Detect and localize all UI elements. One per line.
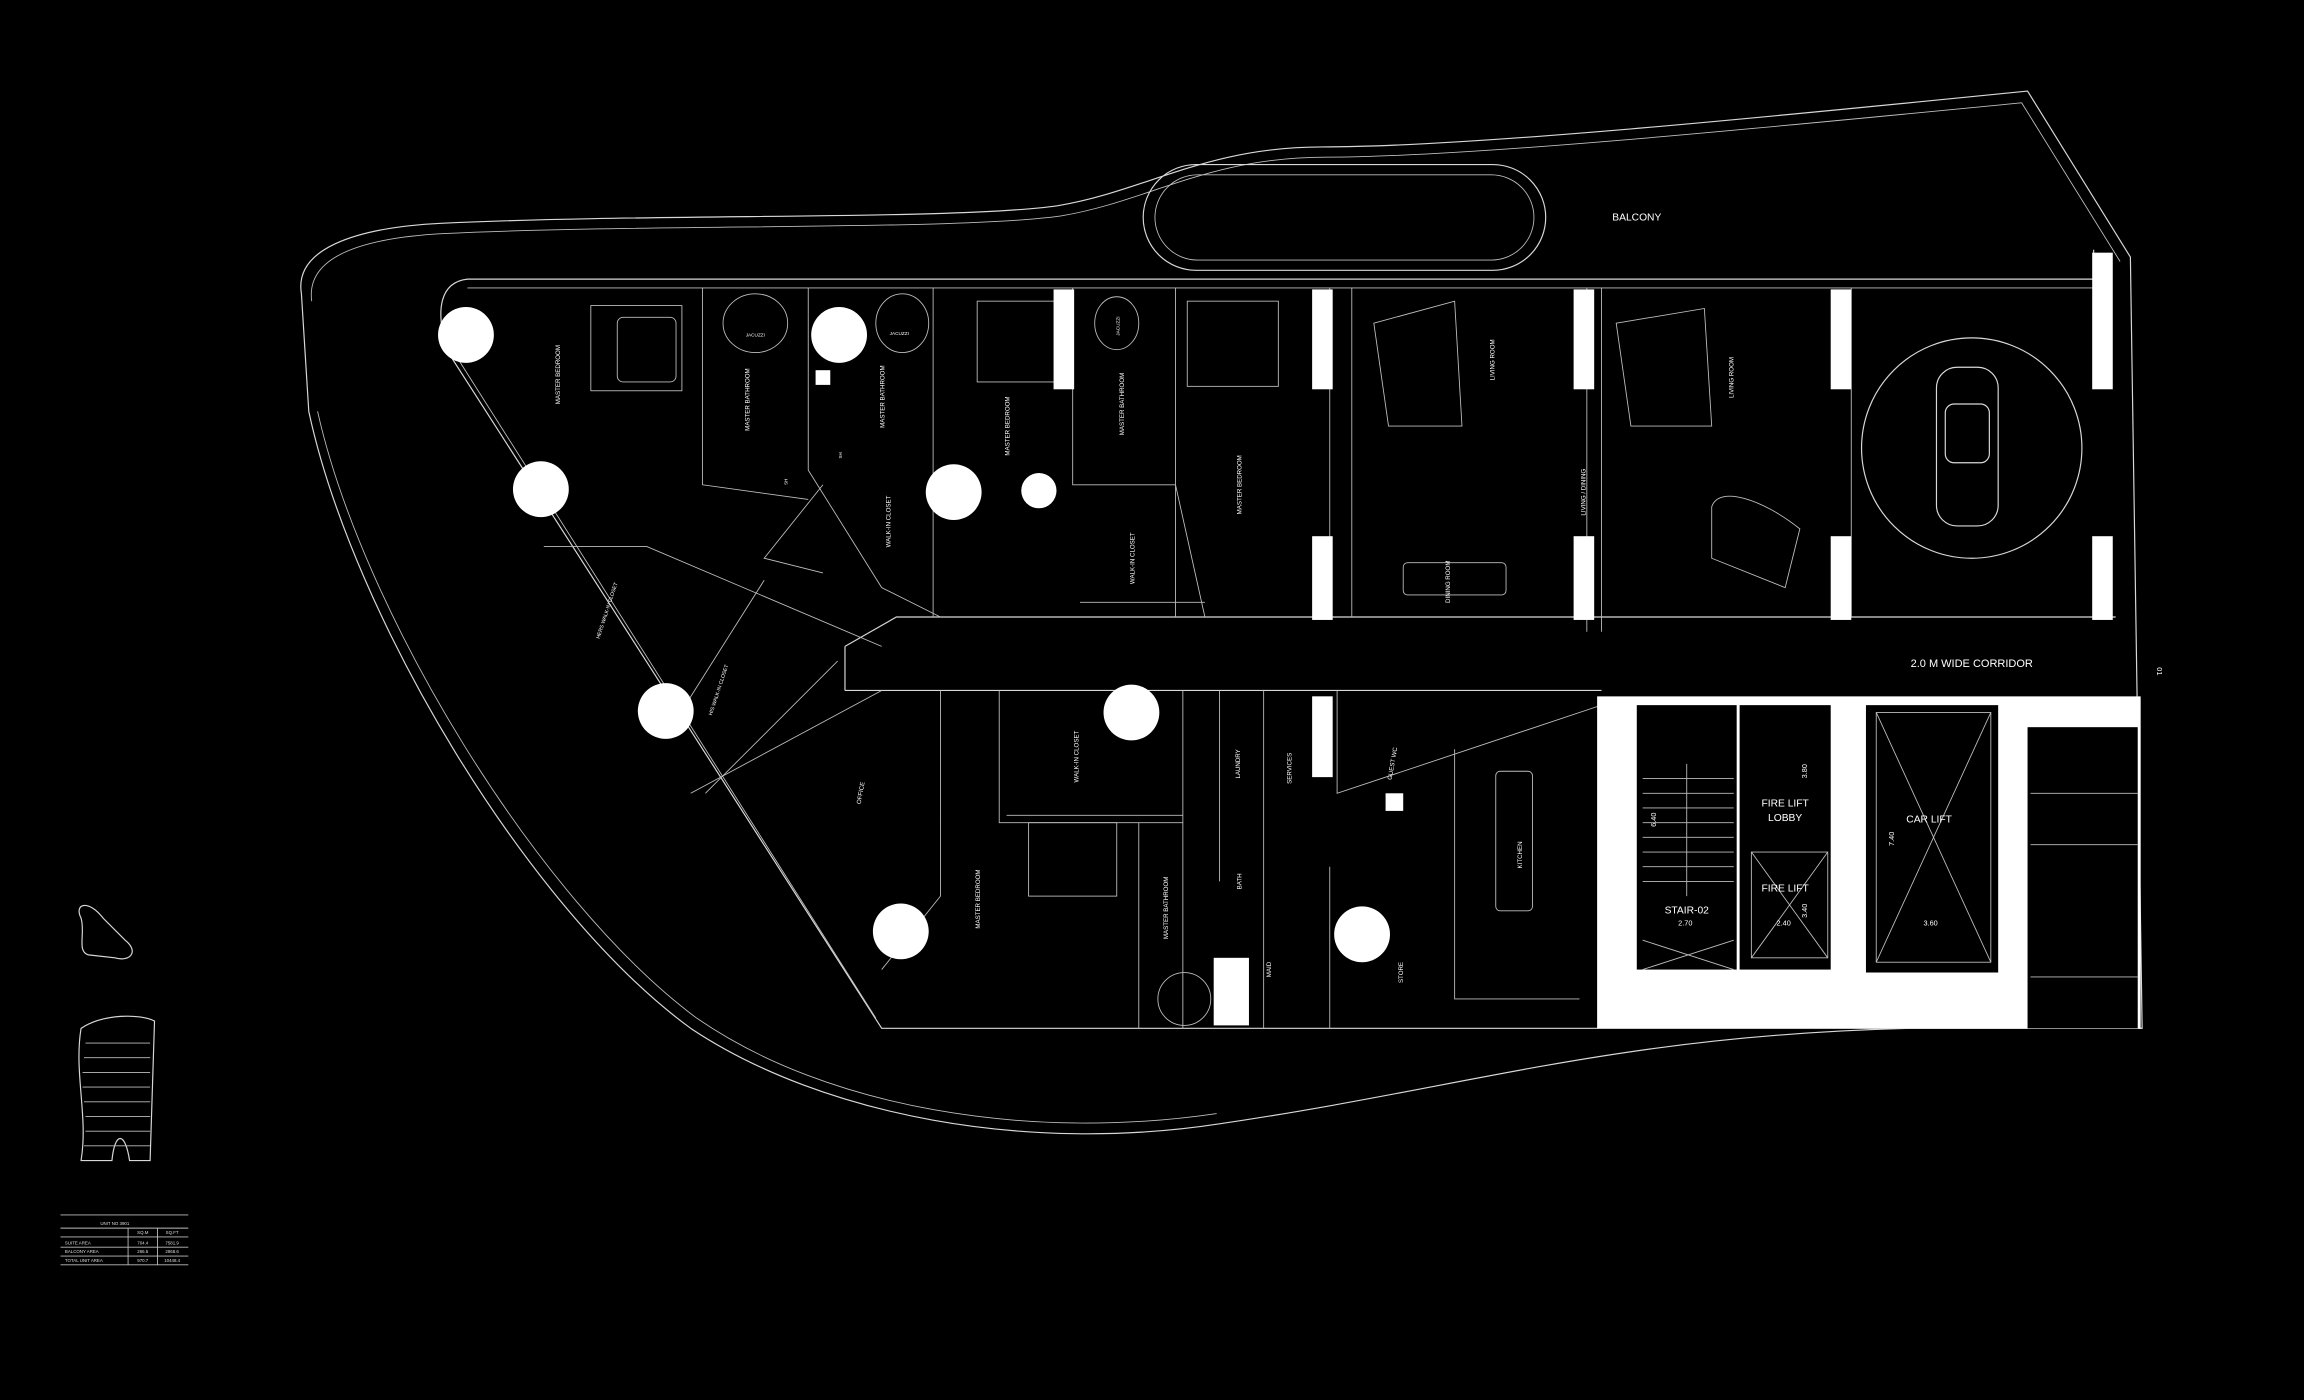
- room-label: DINING ROOM: [1445, 561, 1452, 603]
- room-label: BATH: [1237, 873, 1244, 889]
- room-label: MASTER BEDROOM: [1005, 396, 1012, 455]
- table-cell: 970.7: [137, 1258, 149, 1263]
- oval-planter: [1142, 163, 1547, 271]
- room-label: SH: [784, 479, 789, 485]
- table-header: SQ.FT: [166, 1230, 179, 1235]
- door-tag: 01: [2155, 667, 2164, 675]
- room-label: HIS WALK-IN CLOSET: [708, 663, 730, 716]
- room-label: LIVING ROOM: [1489, 339, 1496, 380]
- key-plan-icon: [78, 904, 156, 1162]
- dim-firelift-height: 3.40: [1800, 904, 1809, 918]
- car-turntable: [1860, 337, 2083, 559]
- room-labels: MASTER BEDROOM MASTER BATHROOM JACUZZI J…: [555, 316, 1736, 983]
- table-cell: 7581.9: [165, 1240, 179, 1245]
- car-lift-label: CAR LIFT: [1906, 815, 1952, 826]
- room-label: MASTER BATHROOM: [744, 368, 751, 430]
- room-label: LAUNDRY: [1235, 749, 1242, 778]
- room-label: MASTER BATHROOM: [1163, 877, 1170, 939]
- room-label: KITCHEN: [1517, 841, 1524, 868]
- table-cell: 704.4: [137, 1240, 149, 1245]
- fire-lift-lobby-label: FIRE LIFT: [1761, 799, 1809, 810]
- room-label: WALK-IN CLOSET: [1129, 532, 1136, 584]
- fire-lift-lobby-label-2: LOBBY: [1768, 813, 1802, 824]
- room-label: SH: [838, 452, 843, 458]
- room-label: MASTER BEDROOM: [555, 345, 562, 404]
- room-label: JACUZZI: [1116, 316, 1121, 335]
- dim-firelift-width: 2.40: [1777, 918, 1791, 927]
- room-label: MASTER BEDROOM: [1237, 455, 1244, 514]
- ceiling-lights: [438, 307, 1390, 963]
- balcony-outline: [300, 90, 2143, 1135]
- table-header: SQ.M: [137, 1230, 149, 1235]
- room-label: SERVICES: [1287, 753, 1294, 784]
- area-table: UNIT NO 3901 SQ.M SQ.FT SUITE AREA 704.4…: [60, 1214, 189, 1266]
- table-cell: 10448.4: [164, 1258, 180, 1263]
- room-label: OFFICE: [856, 781, 867, 804]
- service-core: FIRE LIFT LOBBY FIRE LIFT STAIR-02 CAR L…: [1597, 696, 2141, 1029]
- room-label: LIVING / DINING: [1580, 468, 1587, 515]
- dim-stair-height: 6.40: [1649, 813, 1658, 827]
- room-label: HERS WALK-IN CLOSET: [596, 581, 620, 640]
- room-label: STORE: [1398, 962, 1405, 983]
- table-title: UNIT NO 3901: [100, 1221, 130, 1226]
- dim-carlift-width: 3.60: [1923, 918, 1937, 927]
- room-label: WALK-IN CLOSET: [1074, 730, 1081, 782]
- balcony-label: BALCONY: [1612, 212, 1661, 223]
- room-label: LIVING ROOM: [1729, 357, 1736, 398]
- fire-lift-label: FIRE LIFT: [1761, 884, 1809, 895]
- table-cell: TOTAL UNIT AREA: [65, 1258, 103, 1263]
- room-label: JACUZZI: [890, 331, 909, 336]
- room-label: MASTER BEDROOM: [975, 869, 982, 928]
- corridor-label: 2.0 M WIDE CORRIDOR: [1911, 658, 2033, 670]
- dim-stair-width: 2.70: [1678, 918, 1692, 927]
- stair-label: STAIR-02: [1665, 906, 1710, 917]
- table-cell: 2868.6: [165, 1249, 179, 1254]
- table-cell: BALCONY AREA: [65, 1249, 99, 1254]
- dim-lobby-height: 3.80: [1800, 764, 1809, 778]
- car-icon: [1935, 366, 1999, 527]
- room-label: GUEST WC: [1387, 746, 1400, 780]
- room-label: WALK-IN CLOSET: [886, 495, 893, 547]
- structural-walls: [815, 252, 2113, 1026]
- room-label: JACUZZI: [746, 332, 765, 337]
- room-label: MAID: [1266, 961, 1273, 977]
- dim-carlift-height: 7.40: [1887, 832, 1896, 846]
- room-label: MASTER BATHROOM: [1119, 373, 1126, 435]
- room-label: MASTER BATHROOM: [880, 365, 887, 427]
- table-cell: 266.5: [137, 1249, 149, 1254]
- table-cell: SUITE AREA: [65, 1240, 91, 1245]
